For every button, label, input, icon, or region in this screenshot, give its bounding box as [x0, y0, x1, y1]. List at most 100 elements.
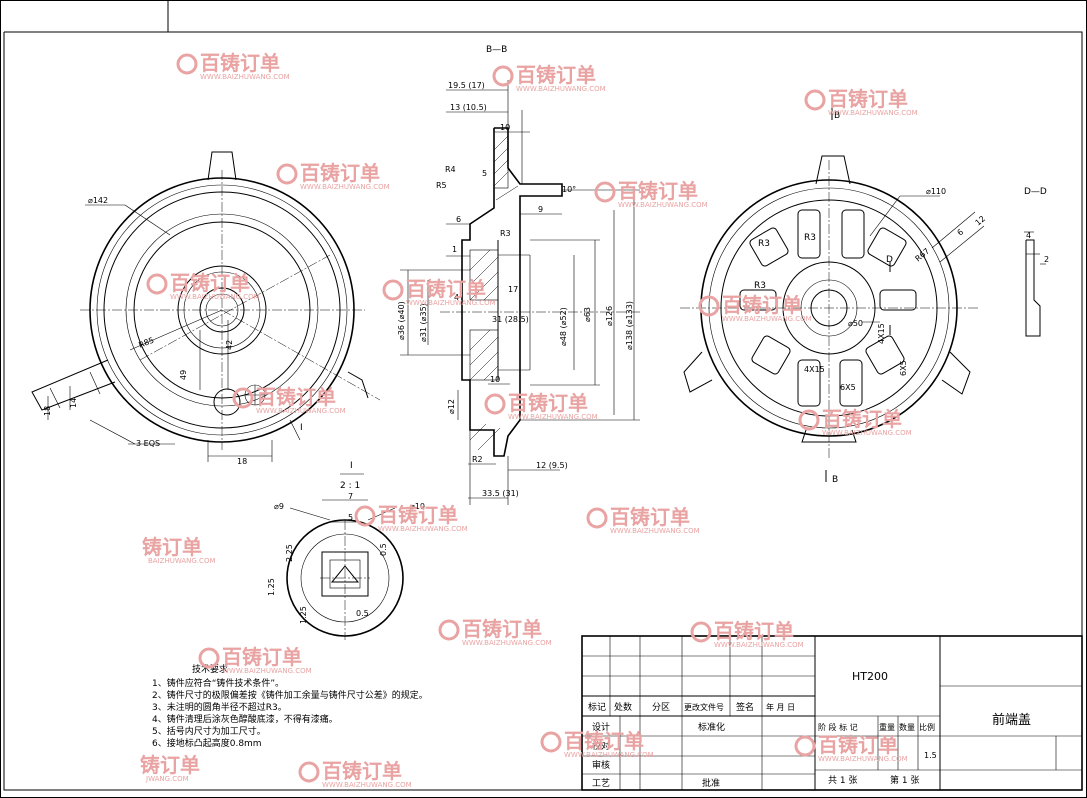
dim-detail-d10: ⌀10	[410, 502, 425, 511]
dim-section-d12: 17	[508, 285, 518, 294]
watermark-logo: 百铸订单 WWW.BAIZHUWANG.COM	[690, 619, 804, 649]
dim-rear-6x5b: 6X5	[840, 383, 856, 392]
scale-value: 1.5	[924, 751, 937, 760]
watermark-brand: 百铸订单	[222, 645, 302, 669]
rear-ribs	[739, 209, 917, 407]
watermark-site: WWW.BAIZHUWANG.COM	[300, 183, 390, 191]
front-view: ⌀142 R85 42 49 18 14 18 3 EQS I	[31, 151, 381, 466]
dim-rear-r3a: R3	[758, 239, 770, 249]
dim-front-49: 49	[179, 370, 188, 380]
watermark-site: WWW.BAIZHUWANG.COM	[200, 73, 290, 81]
rev-header-doc: 更改文件号	[684, 702, 724, 712]
dim-section-d24: 12 (9.5)	[536, 461, 568, 470]
watermark-site: WWW.BAIZHUWANG.COM	[322, 781, 412, 789]
watermark-site: WWW.BAIZHUWANG.COM	[406, 299, 496, 307]
watermark-logo: 百铸订单 WWW.BAIZHUWANG.COM	[382, 277, 496, 307]
watermark-partial-brand: 铸订单	[140, 753, 200, 777]
detail-mark-front: I	[300, 423, 303, 433]
requirement-2: 2、铸件尺寸的极限偏差按《铸件加工余量与铸件尺寸公差》的规定。	[152, 689, 428, 701]
watermark-logo: 百铸订单 WWW.BAIZHUWANG.COM	[804, 87, 918, 117]
requirement-4: 4、铸件清理后涂灰色醇酸底漆，不得有漆痛。	[152, 713, 338, 725]
technical-requirements: 技术要求 1、铸件应符合“铸件技术条件”。 2、铸件尺寸的极限偏差按《铸件加工余…	[152, 663, 428, 749]
watermark-partial: 铸订单 JWANG.COM	[140, 753, 200, 783]
dim-section-d19: ⌀126	[605, 306, 614, 326]
dim-rear-d50: ⌀50	[848, 319, 863, 328]
dim-front-d142: ⌀142	[88, 196, 108, 205]
watermark-brand: 百铸订单	[818, 733, 898, 757]
watermark-brand: 百铸订单	[822, 407, 902, 431]
watermark-brand: 百铸订单	[378, 503, 458, 527]
watermark-partial-site-2: JWANG.COM	[145, 775, 189, 783]
design-label: 设计	[592, 721, 610, 733]
dim-rear-r3b: R3	[804, 233, 816, 243]
watermark-site: WWW.BAIZHUWANG.COM	[564, 751, 654, 759]
dim-section-d20: ⌀138 (⌀133)	[625, 301, 634, 350]
watermark-site: WWW.BAIZHUWANG.COM	[722, 315, 812, 323]
watermark-brand: 百铸订单	[322, 759, 402, 783]
dim-detail-d9: ⌀9	[274, 502, 284, 511]
watermark-brand: 百铸订单	[714, 619, 794, 643]
dim-detail-1-25a: 1.25	[267, 578, 276, 596]
requirement-3: 3、未注明的圆角半径不超过R3。	[152, 701, 287, 713]
watermark-site: WWW.BAIZHUWANG.COM	[818, 755, 908, 763]
section-dd-label: D—D	[1024, 187, 1047, 197]
dim-section-d23: R2	[472, 455, 483, 464]
watermark-brand: 百铸订单	[564, 729, 644, 753]
dim-section-d18: ⌀63	[583, 307, 592, 322]
watermark-logo: 百铸订单 WWW.BAIZHUWANG.COM	[176, 51, 290, 81]
section-hatching	[469, 135, 519, 451]
watermark-site: WWW.BAIZHUWANG.COM	[822, 429, 912, 437]
watermark-site: WWW.BAIZHUWANG.COM	[256, 407, 346, 415]
watermark-brand: 百铸订单	[828, 87, 908, 111]
requirements-title: 技术要求	[192, 663, 228, 675]
dim-detail-0-5b: 0.5	[356, 609, 369, 618]
watermark-site: WWW.BAIZHUWANG.COM	[516, 85, 606, 93]
title-block: HT200 前端盖 标记 处数 分区 更改文件号 签名 年 月 日 设计 标准化…	[581, 635, 1083, 791]
dim-section-d9: 9	[538, 205, 543, 214]
rev-header-date: 年 月 日	[766, 702, 795, 712]
dim-rear-12: 12	[974, 214, 988, 227]
watermark-logo: 百铸订单 WWW.BAIZHUWANG.COM	[798, 407, 912, 437]
watermark-logo: 百铸订单 WWW.BAIZHUWANG.COM	[276, 161, 390, 191]
rev-header-count: 处数	[614, 701, 632, 713]
watermark-brand: 百铸订单	[722, 293, 802, 317]
dim-rear-d110: ⌀110	[926, 187, 946, 196]
quantity-label: 数量	[899, 722, 915, 732]
approve-label: 批准	[702, 777, 720, 789]
watermark-site: WWW.BAIZHUWANG.COM	[462, 639, 552, 647]
dim-section-d7: 10°	[562, 185, 576, 194]
requirement-1: 1、铸件应符合“铸件技术条件”。	[152, 677, 284, 689]
watermark-logo: 百铸订单 WWW.BAIZHUWANG.COM	[540, 729, 654, 759]
section-b-bottom: B	[832, 475, 838, 485]
total-sheets: 共 1 张	[828, 775, 857, 786]
part-name: 前端盖	[992, 712, 1031, 728]
watermark-site: WWW.BAIZHUWANG.COM	[828, 109, 918, 117]
proofread-label: 校对	[592, 740, 610, 752]
watermark-logo: 百铸订单 WWW.BAIZHUWANG.COM	[484, 391, 598, 421]
watermark-brand: 百铸订单	[508, 391, 588, 415]
rev-header-mark: 标记	[588, 701, 606, 713]
rev-header-sign: 签名	[736, 701, 754, 713]
dim-section-d3: 10	[500, 123, 510, 132]
watermark-brand: 百铸订单	[256, 385, 336, 409]
watermark-site: WWW.BAIZHUWANG.COM	[170, 293, 260, 301]
watermark-logo: 百铸订单 WWW.BAIZHUWANG.COM	[298, 759, 412, 789]
dim-detail-1-25b: 1.25	[299, 606, 308, 624]
watermark-logo: 百铸订单 WWW.BAIZHUWANG.COM	[354, 503, 468, 533]
stage-label: 阶 段 标 记	[818, 722, 858, 732]
watermark-brand: 百铸订单	[300, 161, 380, 185]
section-bb-label: B—B	[486, 45, 507, 55]
dim-front-r85: R85	[137, 336, 155, 350]
dim-section-d22: ⌀12	[447, 399, 456, 414]
detail-scale: 2 : 1	[340, 481, 360, 491]
dim-section-d1: 19.5 (17)	[448, 81, 485, 90]
material: HT200	[852, 670, 888, 683]
dim-section-d4: R4	[445, 165, 456, 174]
dim-section-d2: 13 (10.5)	[450, 103, 487, 112]
weight-label: 重量	[879, 722, 895, 732]
watermark-brand: 百铸订单	[170, 271, 250, 295]
watermark-brand: 百铸订单	[406, 277, 486, 301]
watermark-site: WWW.BAIZHUWANG.COM	[618, 201, 708, 209]
dim-rear-4x15a: 4X15	[877, 323, 886, 344]
